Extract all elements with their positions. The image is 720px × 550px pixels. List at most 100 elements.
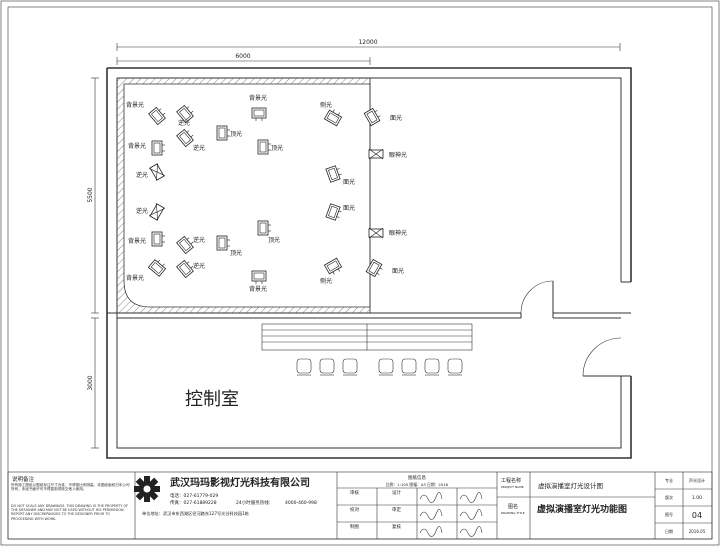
face-light-fixture: [325, 165, 342, 183]
control-console: [261, 323, 473, 351]
hotline-number: 4000-460-998: [285, 500, 317, 506]
reverse-light-label: 逆光: [136, 207, 148, 215]
top-light-fixture: [257, 220, 271, 236]
reverse-light-label: 逆光: [193, 144, 205, 152]
side-light-label: 侧光: [320, 101, 332, 109]
project-name: 虚拟演播室灯光设计图: [538, 481, 603, 490]
top-light-label: 顶光: [271, 144, 283, 152]
company-address: 单位地址：武汉市东西湖区径河路东127号光谷科技园1栋: [142, 510, 249, 517]
reverse-light-fixture: [149, 163, 165, 181]
reverse-light-label: 逆光: [193, 262, 205, 270]
top-light-label: 顶光: [230, 130, 242, 138]
dimension-control-depth: 3000: [87, 317, 99, 449]
signature-mark: [419, 526, 443, 537]
back-light-fixture: [151, 140, 165, 156]
eye-light-fixture: [368, 148, 384, 160]
sign-row-5: 复核: [392, 523, 401, 530]
signature-mark: [459, 492, 483, 503]
reverse-light-fixture: [176, 128, 194, 148]
building-walls: [106, 67, 632, 459]
eye-light-label: 眼神光: [389, 151, 407, 159]
face-light-fixture: [325, 203, 342, 221]
chair: [342, 358, 358, 376]
hotline-label: 24小时服务热线：: [236, 499, 273, 506]
reverse-light-label: 逆光: [193, 236, 205, 244]
top-light-fixture: [257, 139, 271, 155]
top-light-fixture: [216, 125, 230, 141]
back-light-fixture: [251, 107, 267, 121]
notes-cn: 所有施工图纸以图纸标注尺寸为准，不得按比例测量。本图纸版权归本公司所有，未经书面…: [11, 483, 130, 492]
signature-mark: [419, 492, 443, 503]
right-label-0: 专业: [665, 477, 673, 483]
control-room-label: 控制室: [185, 389, 239, 410]
face-light-label: 面光: [390, 114, 402, 122]
side-light-fixture: [323, 109, 343, 127]
operator-chairs: [296, 358, 463, 376]
sign-row-4: 制图: [350, 523, 359, 530]
sign-row-1: 设计: [392, 489, 401, 496]
back-light-label: 背景光: [126, 274, 144, 282]
back-light-fixture: [147, 259, 167, 277]
top-light-fixture: [216, 235, 230, 251]
eye-light-fixture: [368, 227, 384, 239]
back-light-label: 背景光: [126, 101, 144, 109]
face-light-label: 面光: [343, 204, 355, 212]
reverse-light-fixture: [176, 104, 194, 124]
right-value-3: 2016.05: [689, 529, 706, 534]
back-light-label: 背景光: [128, 142, 146, 150]
right-value-1: 1.00: [692, 495, 702, 501]
face-light-label: 面光: [343, 178, 355, 186]
right-value-2: 04: [692, 511, 702, 520]
back-light-label: 背景光: [249, 285, 267, 293]
signature-mark: [459, 509, 483, 520]
signature-mark: [419, 509, 443, 520]
company-name: 武汉玛玛影视灯光科技有限公司: [170, 476, 310, 489]
right-label-3: 日期: [665, 528, 673, 534]
chair: [319, 358, 335, 376]
project-label-en: PROJECT NAME: [501, 485, 524, 489]
chair: [296, 358, 312, 376]
dimension-total-width-label: 12000: [358, 39, 377, 46]
scale-info: 比例：1:100 图幅：A3 日期：2016: [386, 482, 449, 487]
dimension-studio-depth-label: 5500: [87, 187, 94, 202]
reverse-light-fixture: [176, 235, 194, 255]
reverse-light-label: 逆光: [178, 119, 190, 127]
dimension-studio-width: 6000: [116, 53, 371, 65]
eye-light-label: 眼神光: [389, 229, 407, 237]
drawing-info-label: 图纸信息: [408, 474, 426, 481]
reverse-light-fixture: [176, 259, 194, 279]
side-light-fixture: [323, 257, 343, 275]
face-light-fixture: [363, 107, 381, 127]
dimension-control-depth-label: 3000: [87, 375, 94, 390]
back-light-label: 背景光: [128, 237, 146, 245]
reverse-light-label: 逆光: [136, 171, 148, 179]
notes-cn-box: 所有施工图纸以图纸标注尺寸为准，不得按比例测量。本图纸版权归本公司所有，未经书面…: [11, 483, 130, 492]
top-light-label: 顶光: [230, 249, 242, 257]
back-light-label: 背景光: [249, 94, 267, 102]
back-light-fixture: [251, 270, 267, 284]
drawing-label-cn: 图名: [508, 503, 518, 510]
chair: [424, 358, 440, 376]
face-light-label: 面光: [392, 267, 404, 275]
back-light-fixture: [148, 106, 166, 126]
signature-mark: [459, 526, 483, 537]
dimension-total-width: 12000: [116, 39, 621, 51]
side-light-label: 侧光: [320, 277, 332, 285]
sign-row-0: 审核: [350, 489, 359, 496]
back-light-fixture: [151, 231, 165, 247]
notes-en-box: DO NOT SCALE ANY DRAWINGS. THIS DRAWING …: [11, 504, 128, 521]
sign-row-3: 审定: [392, 506, 401, 513]
right-value-0: 声光设计: [689, 477, 705, 483]
title-block: 说明备注 所有施工图纸以图纸标注尺寸为准，不得按比例测量。本图纸版权归本公司所有…: [7, 471, 713, 540]
chair: [447, 358, 463, 376]
dimension-studio-depth: 5500: [87, 77, 99, 314]
top-light-label: 顶光: [268, 236, 280, 244]
project-label-cn: 工程名称: [501, 477, 521, 484]
drawing-label-en: DRAWING TITLE: [501, 511, 525, 515]
reverse-light-fixture: [149, 203, 165, 221]
drawing-name: 虚拟演播室灯光功能图: [537, 503, 627, 515]
right-label-1: 版次: [665, 494, 673, 500]
